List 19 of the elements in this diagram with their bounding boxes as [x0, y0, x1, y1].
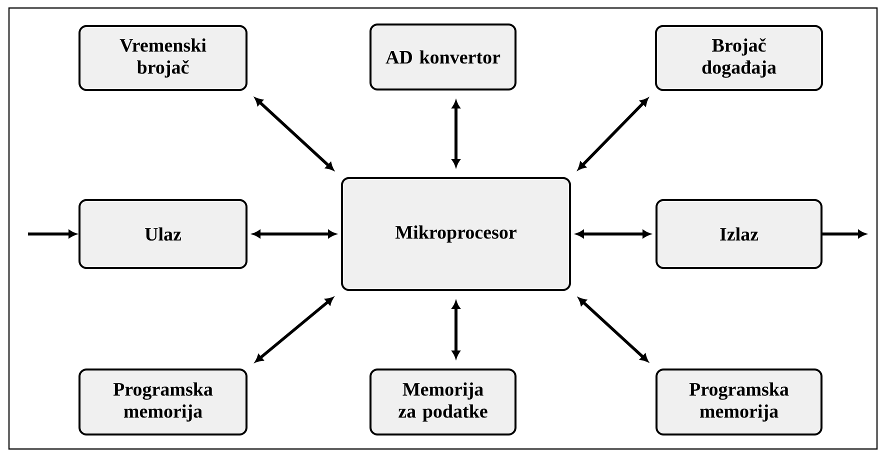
arrow	[578, 98, 648, 170]
block-box: Ulaz	[78, 199, 248, 269]
arrow	[822, 230, 866, 238]
arrow	[254, 98, 334, 170]
block-box: Programska memorija	[656, 368, 823, 436]
block-box: Programska memorija	[78, 368, 248, 436]
arrow	[252, 230, 336, 238]
arrow	[578, 298, 648, 362]
arrow	[452, 100, 460, 167]
block-box: AD konvertor	[370, 24, 516, 90]
arrow	[255, 297, 334, 362]
block-box: Brojač događaja	[655, 25, 824, 91]
block-box: Izlaz	[656, 199, 823, 269]
arrow	[28, 230, 76, 238]
block-box: Memorija za podatke	[370, 368, 516, 436]
arrow	[452, 301, 460, 358]
block-box: Vremenski brojač	[78, 25, 248, 91]
arrow	[576, 230, 650, 238]
block-box: Mikroprocesor	[341, 177, 571, 291]
